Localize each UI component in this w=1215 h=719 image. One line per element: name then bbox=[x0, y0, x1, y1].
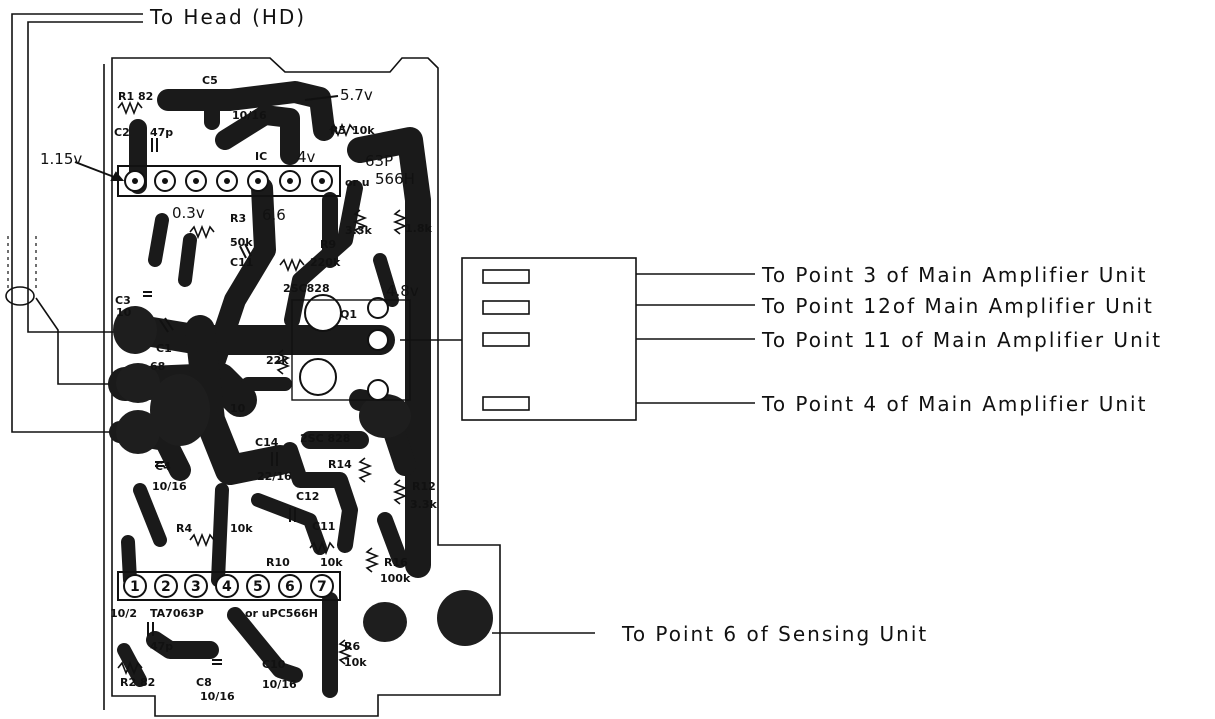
ic-alt-bottom: or uPC566H bbox=[245, 607, 318, 620]
label-c2: C2 bbox=[114, 126, 130, 139]
transistors bbox=[291, 294, 411, 401]
ic-pin-label: 7 bbox=[317, 579, 327, 595]
label-q1: Q1 bbox=[340, 308, 357, 321]
voltage-4v8: 4.8v bbox=[386, 282, 419, 300]
label-r2: R2 82 bbox=[120, 676, 155, 689]
label-c8-val: 10/16 bbox=[200, 690, 235, 703]
head-cable bbox=[5, 13, 143, 433]
label-c10-val: 10/16 bbox=[262, 678, 297, 691]
connector-block bbox=[461, 257, 637, 421]
label-r3: R3 bbox=[230, 212, 246, 225]
label-c-10: 10 bbox=[230, 402, 246, 415]
label-c1: C1 bbox=[156, 342, 172, 355]
label-r6-val: 10k bbox=[344, 656, 367, 669]
label-c3-val: 10 bbox=[116, 306, 132, 319]
ic-pin-label: 3 bbox=[191, 579, 201, 595]
label-r6: R6 bbox=[344, 640, 360, 653]
label-r12: R12 bbox=[412, 480, 436, 493]
ic-part-bottom: TA7063P bbox=[150, 607, 204, 620]
label-c13: C11 bbox=[312, 520, 335, 533]
label-r12-val: 3.3k bbox=[410, 498, 437, 511]
label-r-1k8: 1.8k bbox=[405, 222, 432, 235]
label-c12: C12 bbox=[296, 490, 319, 503]
label-c14-val: 22/16 bbox=[257, 470, 292, 483]
label-r5-val: 10k bbox=[352, 124, 375, 137]
ic-alt-top: or u bbox=[345, 176, 370, 189]
label-c4-val: 10/16 bbox=[152, 480, 187, 493]
ic-label-top: IC bbox=[255, 150, 267, 163]
label-c3: C3 bbox=[115, 294, 131, 307]
connection-lines bbox=[400, 273, 755, 634]
voltage-0v3: 0.3v bbox=[172, 204, 205, 222]
label-sensing: To Point 6 of Sensing Unit bbox=[621, 622, 928, 646]
voltage-4v: 4v bbox=[297, 148, 316, 166]
label-point-3: To Point 3 of Main Amplifier Unit bbox=[761, 263, 1147, 287]
label-point-11: To Point 11 of Main Amplifier Unit bbox=[761, 328, 1162, 352]
label-r10: R10 bbox=[266, 556, 290, 569]
label-r-22k: 22k bbox=[266, 354, 289, 367]
capacitors bbox=[143, 138, 296, 665]
label-c2-val: 47p bbox=[150, 126, 173, 139]
ic-bottom-pin-row: 1 2 3 4 5 6 7 bbox=[117, 571, 341, 601]
label-r9: R9 bbox=[320, 238, 336, 251]
label-point-12: To Point 12of Main Amplifier Unit bbox=[761, 294, 1154, 318]
head-label: To Head (HD) bbox=[149, 5, 306, 29]
label-c5: C5 bbox=[202, 74, 218, 87]
label-c14: C14 bbox=[255, 436, 279, 449]
ic-pin-label: 5 bbox=[253, 579, 263, 595]
label-r16: R16 bbox=[384, 556, 408, 569]
ic-pin-label: 6 bbox=[285, 579, 295, 595]
label-r14: R14 bbox=[328, 458, 352, 471]
resistors bbox=[117, 100, 408, 676]
copper-pads bbox=[113, 306, 493, 646]
label-c1-val: 68 bbox=[150, 360, 165, 373]
ic-pin-label: 4 bbox=[222, 579, 232, 595]
label-q2-type: 2SC 828 bbox=[300, 432, 350, 445]
label-r3-val: 50k bbox=[230, 236, 253, 249]
label-r-3k3: 3.3k bbox=[345, 224, 372, 237]
voltage-6v6: 6.6 bbox=[262, 206, 286, 224]
ic-part-top-2: 566H bbox=[375, 170, 415, 188]
label-c10: C10 bbox=[262, 658, 286, 671]
voltage-1v15: 1.15v bbox=[40, 150, 82, 168]
label-point-4: To Point 4 of Main Amplifier Unit bbox=[761, 392, 1147, 416]
label-r16-val: 100k bbox=[380, 572, 411, 585]
label-c8: C8 bbox=[196, 676, 212, 689]
board-outline bbox=[111, 57, 501, 717]
label-c4: C4 bbox=[155, 460, 171, 473]
label-r9-val: 220k bbox=[310, 256, 341, 269]
label-r5: R5 bbox=[330, 124, 346, 137]
label-c-side: 10/2 bbox=[110, 607, 137, 620]
label-r4: R4 bbox=[176, 522, 192, 535]
voltage-arrows bbox=[74, 95, 339, 181]
label-c11: C11 bbox=[230, 256, 253, 269]
label-r10-val: 10k bbox=[320, 556, 343, 569]
label-q1-type: 2SC828 bbox=[283, 282, 330, 295]
label-c6-val: 47p bbox=[150, 640, 173, 653]
ic-pin-label: 1 bbox=[130, 579, 140, 595]
component-labels: R1 82 C5 10/16 C2 47p R5 10k R3 50k R9 2… bbox=[110, 74, 437, 703]
voltage-5v7: 5.7v bbox=[340, 86, 373, 104]
ic-top-pin-row bbox=[117, 165, 341, 197]
label-r1: R1 82 bbox=[118, 90, 153, 103]
ic-part-top: 63P bbox=[365, 152, 393, 170]
label-r4-val: 10k bbox=[230, 522, 253, 535]
ic-pin-label: 2 bbox=[161, 579, 171, 595]
label-c5-val: 10/16 bbox=[232, 109, 267, 122]
